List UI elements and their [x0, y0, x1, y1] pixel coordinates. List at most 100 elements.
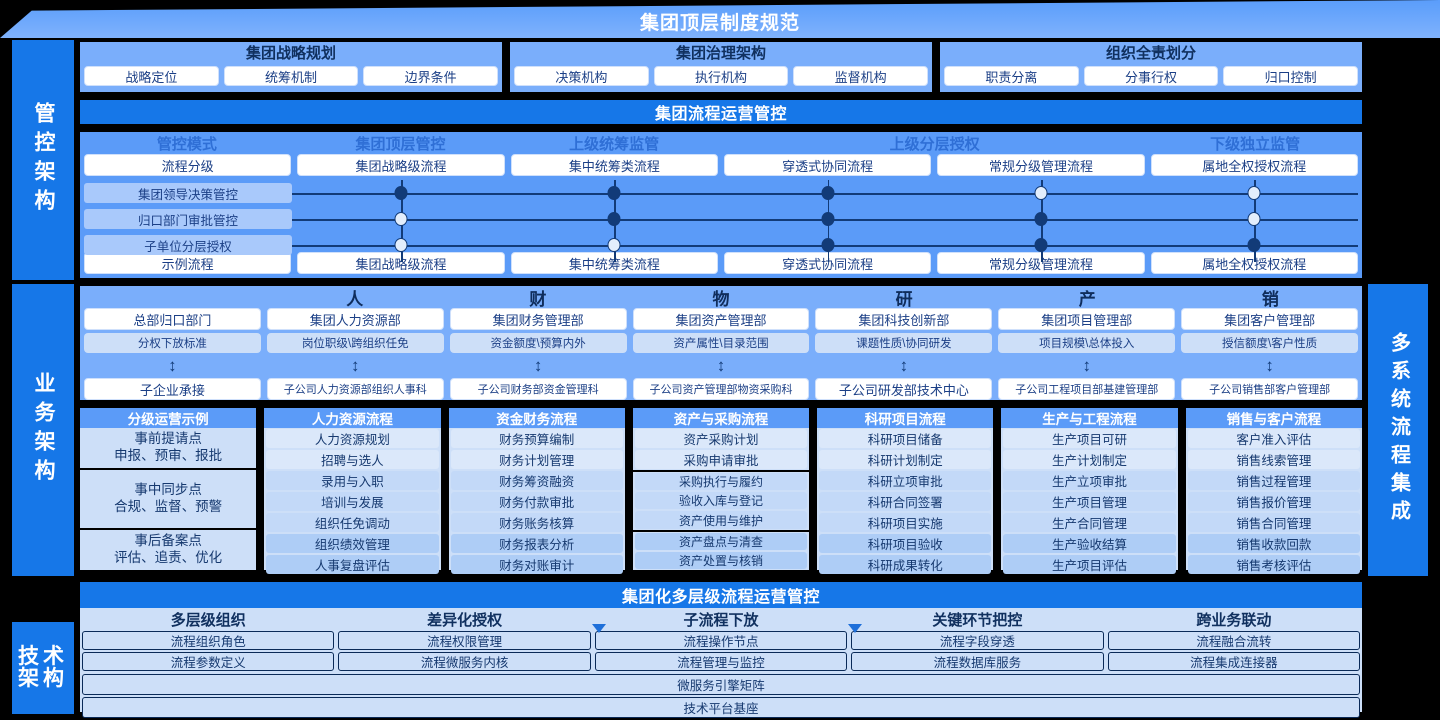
matrix-top-pill-0[interactable]: 流程分级 — [84, 154, 292, 176]
technical-row2-item-2[interactable]: 流程管理与监控 — [594, 652, 848, 671]
governance-card-item[interactable]: 归口控制 — [1223, 66, 1359, 86]
process-item-0-0[interactable]: 人力资源规划 — [266, 429, 439, 448]
process-item-0-0[interactable]: 客户准入评估 — [1187, 429, 1360, 448]
matrix-dot-r0-c0[interactable] — [394, 186, 408, 200]
matrix-top-pill-4[interactable]: 常规分级管理流程 — [937, 154, 1145, 176]
matrix-top-pill-2[interactable]: 集中统筹类流程 — [510, 154, 718, 176]
matrix-dot-r0-c2[interactable] — [821, 186, 835, 200]
process-item-0-1[interactable]: 采购申请审批 — [634, 450, 808, 469]
technical-row1-item-0[interactable]: 流程组织角色 — [82, 631, 335, 650]
process-item-1-2[interactable]: 销售合同管理 — [1187, 513, 1360, 532]
process-item-2-1[interactable]: 生产项目评估 — [1003, 555, 1176, 574]
sub-department-0[interactable]: 子企业承接 — [84, 378, 261, 400]
matrix-top-pill-3[interactable]: 穿透式协同流程 — [723, 154, 932, 176]
matrix-dot-r2-c2[interactable] — [821, 238, 835, 252]
process-item-2-0[interactable]: 资产盘点与清查 — [634, 532, 808, 550]
governance-card-item[interactable]: 监督机构 — [793, 66, 929, 86]
process-item-2-0[interactable]: 科研项目验收 — [819, 534, 992, 553]
matrix-dot-r2-c4[interactable] — [1247, 238, 1261, 252]
matrix-dot-r1-c2[interactable] — [821, 212, 835, 226]
matrix-bottom-pill-2[interactable]: 集中统筹类流程 — [510, 252, 718, 274]
process-item-2-0[interactable]: 销售收款回款 — [1187, 534, 1360, 553]
technical-row2-item-4[interactable]: 流程集成连接器 — [1107, 652, 1361, 671]
sub-department-5[interactable]: 子公司工程项目部基建管理部 — [998, 378, 1176, 400]
process-item-0-1[interactable]: 财务计划管理 — [450, 450, 623, 469]
hq-department-0[interactable]: 总部归口部门 — [84, 308, 261, 330]
process-item-1-0[interactable]: 采购执行与履约 — [634, 473, 808, 491]
governance-card-item[interactable]: 边界条件 — [363, 66, 499, 86]
process-item-2-1[interactable]: 资产处置与核销 — [634, 551, 808, 570]
process-item-1-0[interactable]: 科研立项审批 — [819, 471, 992, 490]
governance-card-item[interactable]: 执行机构 — [653, 66, 789, 86]
process-item-1-0[interactable]: 录用与入职 — [266, 471, 439, 490]
sub-department-1[interactable]: 子公司人力资源部组织人事科 — [266, 378, 444, 400]
governance-card-item[interactable]: 战略定位 — [84, 66, 219, 86]
matrix-dot-r1-c4[interactable] — [1247, 212, 1261, 226]
process-item-1-1[interactable]: 财务付款审批 — [450, 492, 623, 511]
hq-department-6[interactable]: 集团客户管理部 — [1181, 308, 1359, 330]
hq-department-1[interactable]: 集团人力资源部 — [266, 308, 444, 330]
matrix-dot-r2-c0[interactable] — [394, 238, 408, 252]
hq-department-3[interactable]: 集团资产管理部 — [632, 308, 810, 330]
sub-department-3[interactable]: 子公司资产管理部物资采购科 — [632, 378, 810, 400]
governance-card-item[interactable]: 分事行权 — [1083, 66, 1219, 86]
technical-row1-item-4[interactable]: 流程融合流转 — [1107, 631, 1361, 650]
process-item-0-1[interactable]: 生产计划制定 — [1003, 450, 1176, 469]
matrix-dot-r1-c0[interactable] — [394, 212, 408, 226]
process-item-1-2[interactable]: 资产使用与维护 — [634, 511, 808, 529]
process-item-1-1[interactable]: 培训与发展 — [266, 492, 439, 511]
matrix-dot-r2-c3[interactable] — [1034, 238, 1048, 252]
sub-department-4[interactable]: 子公司研发部技术中心 — [815, 378, 993, 400]
matrix-dot-r0-c4[interactable] — [1247, 186, 1261, 200]
process-item-2-1[interactable]: 科研成果转化 — [819, 555, 992, 574]
process-item-2-1[interactable]: 销售考核评估 — [1187, 555, 1360, 574]
technical-row1-item-2[interactable]: 流程操作节点 — [594, 631, 848, 650]
technical-row1-item-3[interactable]: 流程字段穿透 — [851, 631, 1104, 650]
process-item-1-0[interactable]: 销售过程管理 — [1187, 471, 1360, 490]
process-item-0-0[interactable]: 资产采购计划 — [634, 429, 808, 448]
process-item-0-0[interactable]: 科研项目储备 — [819, 429, 992, 448]
matrix-bottom-pill-0[interactable]: 示例流程 — [84, 252, 292, 274]
process-item-1-1[interactable]: 生产项目管理 — [1003, 492, 1176, 511]
process-item-1-1[interactable]: 科研合同签署 — [819, 492, 992, 511]
sub-department-6[interactable]: 子公司销售部客户管理部 — [1181, 378, 1359, 400]
matrix-bottom-pill-4[interactable]: 常规分级管理流程 — [937, 252, 1145, 274]
process-item-2-0[interactable]: 财务报表分析 — [450, 534, 623, 553]
process-item-1-2[interactable]: 科研项目实施 — [819, 513, 992, 532]
governance-card-item[interactable]: 决策机构 — [514, 66, 649, 86]
process-item-2-1[interactable]: 人事复盘评估 — [266, 555, 439, 574]
sub-department-2[interactable]: 子公司财务部资金管理科 — [449, 378, 627, 400]
process-item-1-2[interactable]: 财务账务核算 — [450, 513, 623, 532]
process-item-1-0[interactable]: 财务筹资融资 — [450, 471, 623, 490]
process-item-0-1[interactable]: 招聘与选人 — [266, 450, 439, 469]
process-item-0-0[interactable]: 生产项目可研 — [1003, 429, 1176, 448]
matrix-dot-r0-c1[interactable] — [607, 186, 621, 200]
technical-row2-item-0[interactable]: 流程参数定义 — [82, 652, 335, 671]
process-item-1-0[interactable]: 生产立项审批 — [1003, 471, 1176, 490]
technical-row2-item-3[interactable]: 流程数据库服务 — [851, 652, 1104, 671]
process-item-0-0[interactable]: 财务预算编制 — [450, 429, 623, 448]
matrix-dot-r2-c1[interactable] — [607, 238, 621, 252]
hq-department-2[interactable]: 集团财务管理部 — [449, 308, 627, 330]
hq-department-4[interactable]: 集团科技创新部 — [815, 308, 993, 330]
process-item-0-1[interactable]: 销售线索管理 — [1187, 450, 1360, 469]
matrix-bottom-pill-5[interactable]: 属地全权授权流程 — [1150, 252, 1358, 274]
process-item-1-2[interactable]: 组织任免调动 — [266, 513, 439, 532]
matrix-dot-r0-c3[interactable] — [1034, 186, 1048, 200]
process-item-2-1[interactable]: 财务对账审计 — [450, 555, 623, 574]
process-item-1-1[interactable]: 销售报价管理 — [1187, 492, 1360, 511]
matrix-bottom-pill-1[interactable]: 集团战略级流程 — [297, 252, 505, 274]
technical-row1-item-1[interactable]: 流程权限管理 — [338, 631, 591, 650]
matrix-top-pill-5[interactable]: 属地全权授权流程 — [1150, 154, 1358, 176]
process-item-2-0[interactable]: 生产验收结算 — [1003, 534, 1176, 553]
matrix-bottom-pill-3[interactable]: 穿透式协同流程 — [723, 252, 932, 274]
process-item-1-2[interactable]: 生产合同管理 — [1003, 513, 1176, 532]
process-item-1-1[interactable]: 验收入库与登记 — [634, 492, 808, 510]
matrix-dot-r1-c3[interactable] — [1034, 212, 1048, 226]
matrix-top-pill-1[interactable]: 集团战略级流程 — [297, 154, 505, 176]
matrix-dot-r1-c1[interactable] — [607, 212, 621, 226]
governance-card-item[interactable]: 统筹机制 — [223, 66, 359, 86]
hq-department-5[interactable]: 集团项目管理部 — [998, 308, 1176, 330]
technical-row2-item-1[interactable]: 流程微服务内核 — [338, 652, 591, 671]
process-item-2-0[interactable]: 组织绩效管理 — [266, 534, 439, 553]
